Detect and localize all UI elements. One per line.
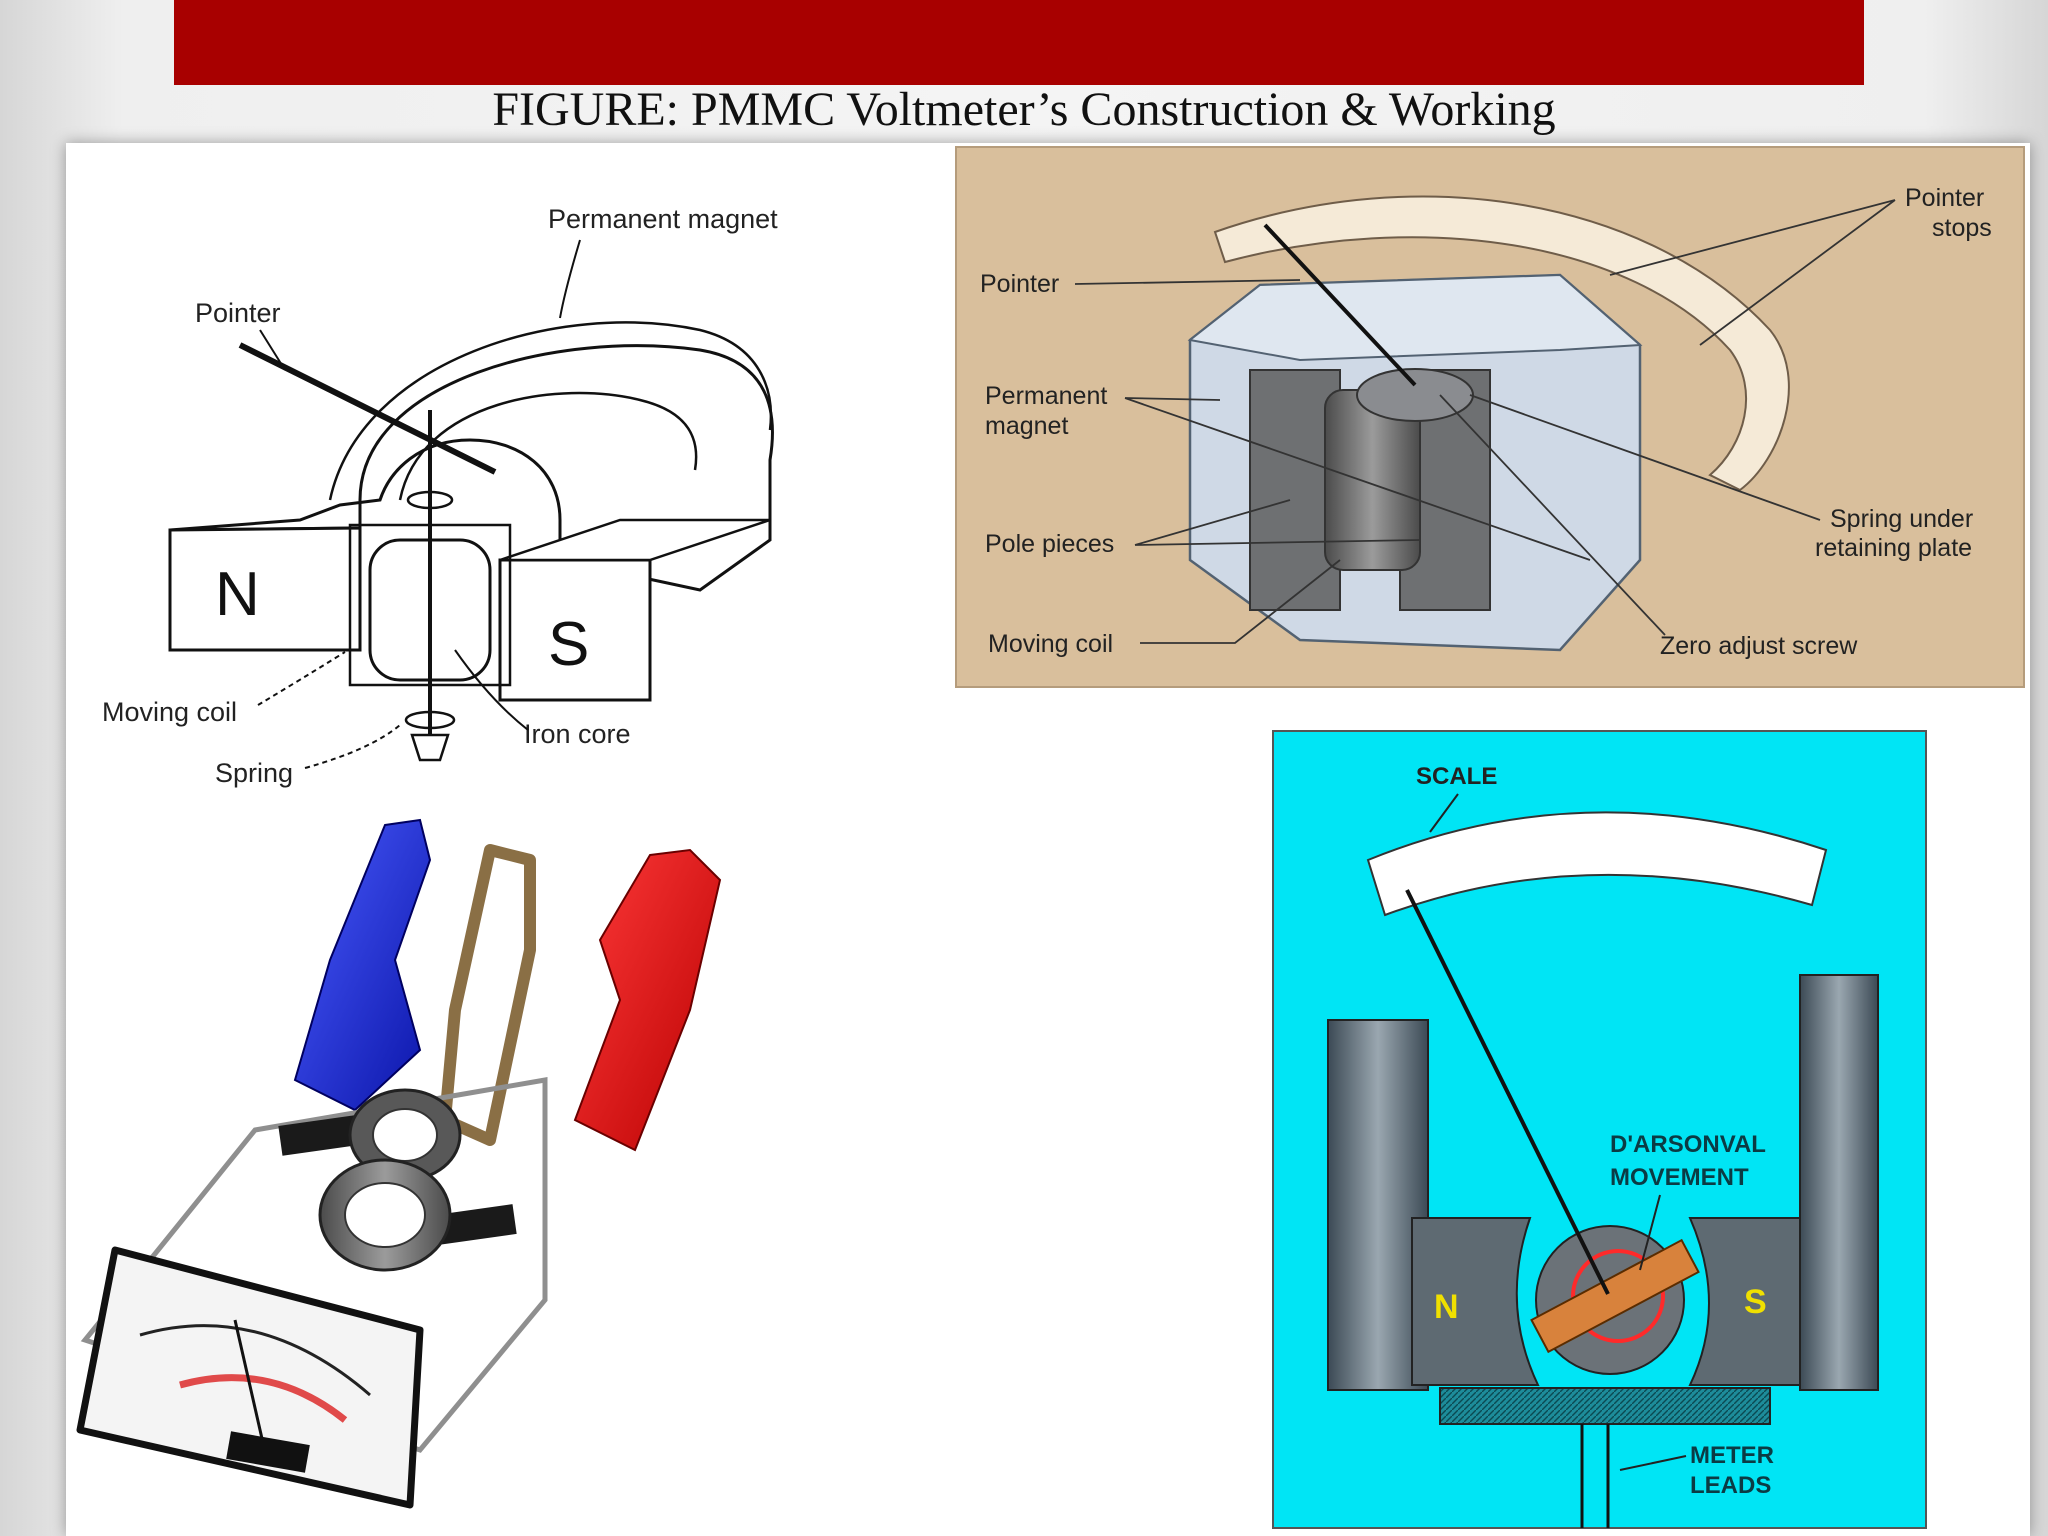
meter-scale-arc [139,1324,371,1397]
label-pointer-stops-2: stops [1932,214,1992,242]
meter-red-band [179,1374,348,1423]
lower-spring [404,710,456,730]
leader-pointer-b [1074,279,1301,285]
label-spring: Spring [215,758,293,788]
diagram-a-horseshoe-magnet: N S Permanent magnet Pointer Moving coil… [102,204,778,788]
upper-clamp [278,1114,367,1156]
cylinder-lower-hole [344,1182,426,1248]
leader-pointer-stops [1609,199,1896,346]
coil-frame [439,844,536,1146]
label-permanent-magnet: Permanent magnet [548,204,778,234]
label-n-d: N [1434,1288,1459,1326]
diagram-c-exploded-view [76,818,722,1509]
left-pole-shoe [1411,1217,1540,1386]
blue-pole-piece [293,818,432,1112]
leader-permanent-magnet-b [1124,397,1591,561]
leader-zero-adjust [1439,394,1666,636]
diagram-b-cutaway: Pointer stops Pointer Permanent magnet P… [955,146,2025,688]
housing-top [1187,273,1643,362]
south-pole-top [499,518,771,562]
meter-scale-d [1366,811,1828,917]
label-spring-1: Spring under [1830,505,1973,533]
label-pointer-stops-1: Pointer [1905,184,1984,212]
leader-permanent-magnet [559,239,581,319]
north-pole-block [168,526,362,652]
label-s: S [548,610,589,679]
moving-coil-d [1530,1238,1700,1354]
label-n: N [215,560,260,629]
label-permanent-magnet-1: Permanent [985,382,1107,410]
right-magnet-column [1799,974,1879,1391]
label-pointer: Pointer [195,298,281,328]
base-plate [1439,1387,1771,1425]
slide-title: FIGURE: PMMC Voltmeter’s Construction & … [492,83,1556,136]
label-iron-core: Iron core [524,719,631,749]
right-pole-shoe [1688,1217,1801,1386]
retaining-plate [1356,368,1474,422]
leader-moving-coil-b [1140,559,1341,644]
label-s-d: S [1744,1283,1767,1321]
label-leads-2: LEADS [1690,1472,1771,1499]
label-pole-pieces: Pole pieces [985,530,1114,558]
label-pointer-b: Pointer [980,270,1059,298]
meter-zero-knob [226,1431,310,1473]
label-leads-1: METER [1690,1442,1774,1469]
leader-scale [1429,793,1459,833]
leader-pole-pieces [1134,499,1421,546]
label-permanent-magnet-2: magnet [985,412,1068,440]
pointer-needle-b [1263,223,1417,387]
leader-spring [304,724,401,769]
diagram-d-darsonval: SCALE N S D'ARSONVAL MOVEMENT METER LEAD… [1272,730,1927,1529]
scale-arc [1213,195,1790,492]
leader-movement [1639,1194,1661,1271]
title-bar [174,0,1864,85]
leader-pointer [259,329,286,371]
cylinder-upper-hole [372,1108,438,1162]
label-moving-coil-b: Moving coil [988,630,1113,658]
label-movement-2: MOVEMENT [1610,1164,1749,1191]
label-spring-2: retaining plate [1815,534,1972,562]
coil-ring [1571,1249,1665,1343]
leader-iron-core [454,649,529,731]
pointer-needle-d [1405,889,1610,1295]
pivot-bottom [410,733,450,762]
upper-spring [406,490,454,510]
red-pole-piece [573,848,722,1152]
label-moving-coil: Moving coil [102,697,237,727]
leader-moving-coil [257,651,346,706]
label-scale: SCALE [1416,763,1497,790]
leader-leads [1619,1455,1687,1471]
label-movement-1: D'ARSONVAL [1610,1131,1766,1158]
label-zero-adjust: Zero adjust screw [1660,632,1858,660]
leader-spring-b [1469,394,1821,521]
